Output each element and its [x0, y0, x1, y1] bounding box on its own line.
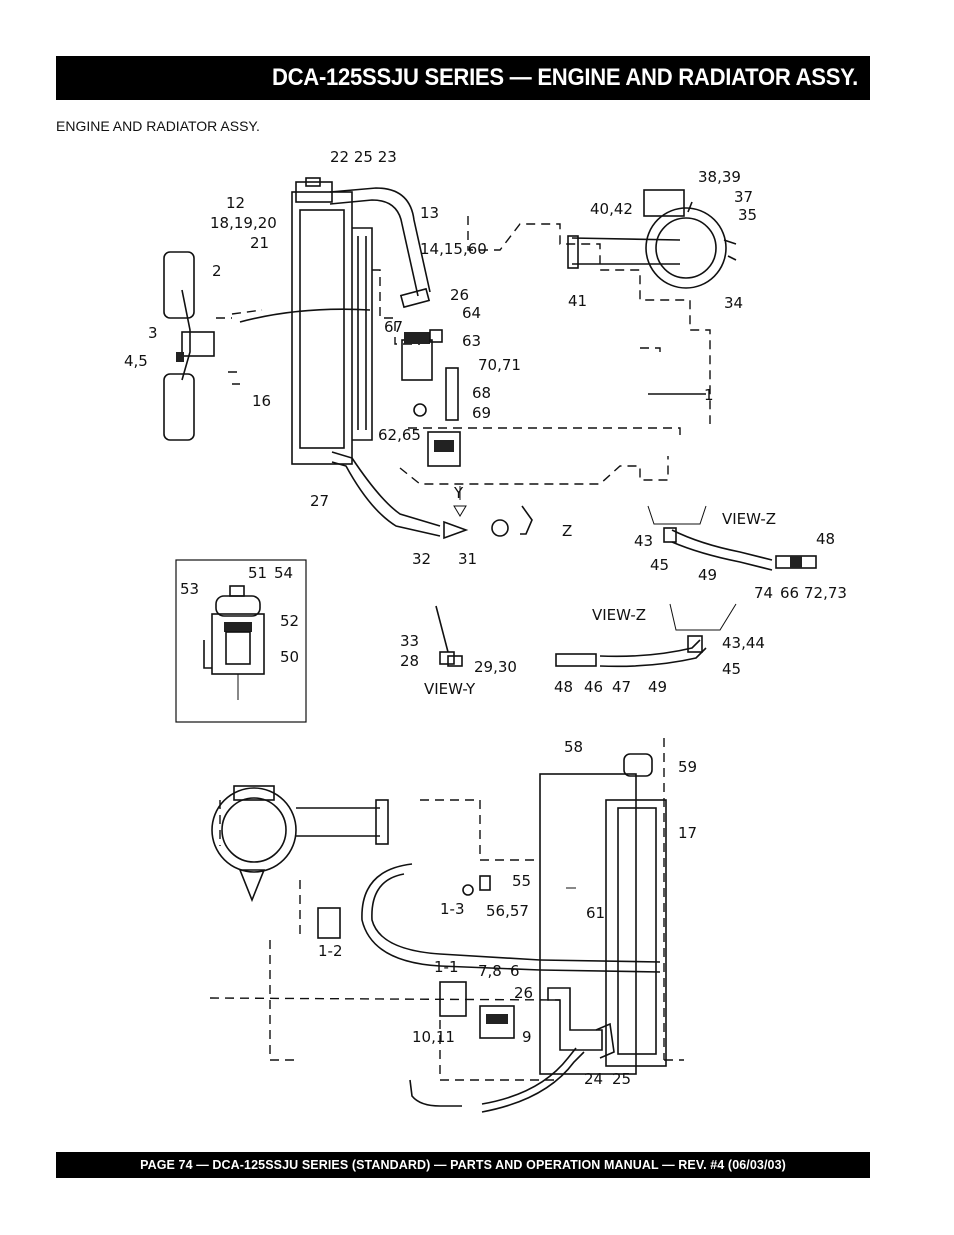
callout-25: 25	[612, 1070, 631, 1088]
callout-labels: 22 25 23 12 18,19,20 21 2 3 4,5 16 13 14…	[124, 148, 847, 1088]
callout-1-1: 1-1	[434, 958, 459, 976]
callout-31: 31	[458, 550, 477, 568]
callout-45-upper: 45	[650, 556, 669, 574]
callout-1: 1	[704, 386, 714, 404]
callout-26-upper: 26	[450, 286, 469, 304]
callout-74: 74	[754, 584, 773, 602]
view-y-drawing	[435, 605, 463, 667]
callout-49-middle: 49	[648, 678, 667, 696]
callout-y: Y	[453, 484, 464, 502]
upper-assembly-drawing	[163, 177, 737, 540]
callout-41: 41	[568, 292, 587, 310]
callout-27: 27	[310, 492, 329, 510]
callout-40-42: 40,42	[590, 200, 633, 218]
callout-26-lower: 26	[514, 984, 533, 1002]
callout-62-65: 62,65	[378, 426, 421, 444]
callout-1-2: 1-2	[318, 942, 343, 960]
view-z-middle-drawing	[555, 603, 737, 668]
callout-48-middle: 48	[554, 678, 573, 696]
callout-66: 66	[780, 584, 799, 602]
callout-3: 3	[148, 324, 158, 342]
callout-55: 55	[512, 872, 531, 890]
callout-49-upper: 49	[698, 566, 717, 584]
callout-69: 69	[472, 404, 491, 422]
callout-45-middle: 45	[722, 660, 741, 678]
callout-34: 34	[724, 294, 743, 312]
callout-64: 64	[462, 304, 481, 322]
callout-17: 17	[678, 824, 697, 842]
callout-43: 43	[634, 532, 653, 550]
callout-1-3: 1-3	[440, 900, 465, 918]
view-y-label: VIEW-Y	[424, 680, 476, 698]
callout-7-8: 7,8	[478, 962, 502, 980]
page-title: DCA-125SSJU SERIES — ENGINE AND RADIATOR…	[271, 64, 858, 91]
page-footer-bar: PAGE 74 — DCA-125SSJU SERIES (STANDARD) …	[56, 1152, 870, 1178]
callout-47: 47	[612, 678, 631, 696]
callout-51: 51	[248, 564, 267, 582]
callout-43-44: 43,44	[722, 634, 765, 652]
section-caption: ENGINE AND RADIATOR ASSY.	[56, 118, 260, 134]
lower-assembly-drawing	[209, 738, 684, 1113]
callout-33: 33	[400, 632, 419, 650]
callout-63: 63	[462, 332, 481, 350]
callout-21: 21	[250, 234, 269, 252]
view-z-label-middle: VIEW-Z	[592, 606, 646, 624]
callout-68: 68	[472, 384, 491, 402]
callout-52: 52	[280, 612, 299, 630]
callout-29-30: 29,30	[474, 658, 517, 676]
callout-22-25-23: 22 25 23	[330, 148, 397, 166]
callout-28: 28	[400, 652, 419, 670]
callout-16: 16	[252, 392, 271, 410]
callout-70-71: 70,71	[478, 356, 521, 374]
view-z-upper-drawing	[647, 505, 817, 571]
callout-14-15-60: 14,15,60	[420, 240, 487, 258]
callout-59: 59	[678, 758, 697, 776]
callout-46: 46	[584, 678, 603, 696]
callout-38-39: 38,39	[698, 168, 741, 186]
callout-6: 6	[510, 962, 520, 980]
callout-35: 35	[738, 206, 757, 224]
callout-9: 9	[522, 1028, 532, 1046]
callout-4-5: 4,5	[124, 352, 148, 370]
callout-z: Z	[562, 522, 572, 540]
callout-58: 58	[564, 738, 583, 756]
page-title-bar: DCA-125SSJU SERIES — ENGINE AND RADIATOR…	[56, 56, 870, 100]
callout-67: 67	[384, 318, 403, 336]
callout-61: 61	[586, 904, 605, 922]
callout-50: 50	[280, 648, 299, 666]
callout-56-57: 56,57	[486, 902, 529, 920]
callout-12: 12	[226, 194, 245, 212]
callout-72-73: 72,73	[804, 584, 847, 602]
page-footer-text: PAGE 74 — DCA-125SSJU SERIES (STANDARD) …	[140, 1158, 786, 1172]
callout-18-19-20: 18,19,20	[210, 214, 277, 232]
callout-37: 37	[734, 188, 753, 206]
callout-53: 53	[180, 580, 199, 598]
callout-48-upper: 48	[816, 530, 835, 548]
callout-13: 13	[420, 204, 439, 222]
callout-24: 24	[584, 1070, 603, 1088]
view-z-label-upper: VIEW-Z	[722, 510, 776, 528]
callout-10-11: 10,11	[412, 1028, 455, 1046]
callout-2: 2	[212, 262, 222, 280]
inset-box	[175, 559, 307, 723]
callout-32: 32	[412, 550, 431, 568]
callout-54: 54	[274, 564, 293, 582]
